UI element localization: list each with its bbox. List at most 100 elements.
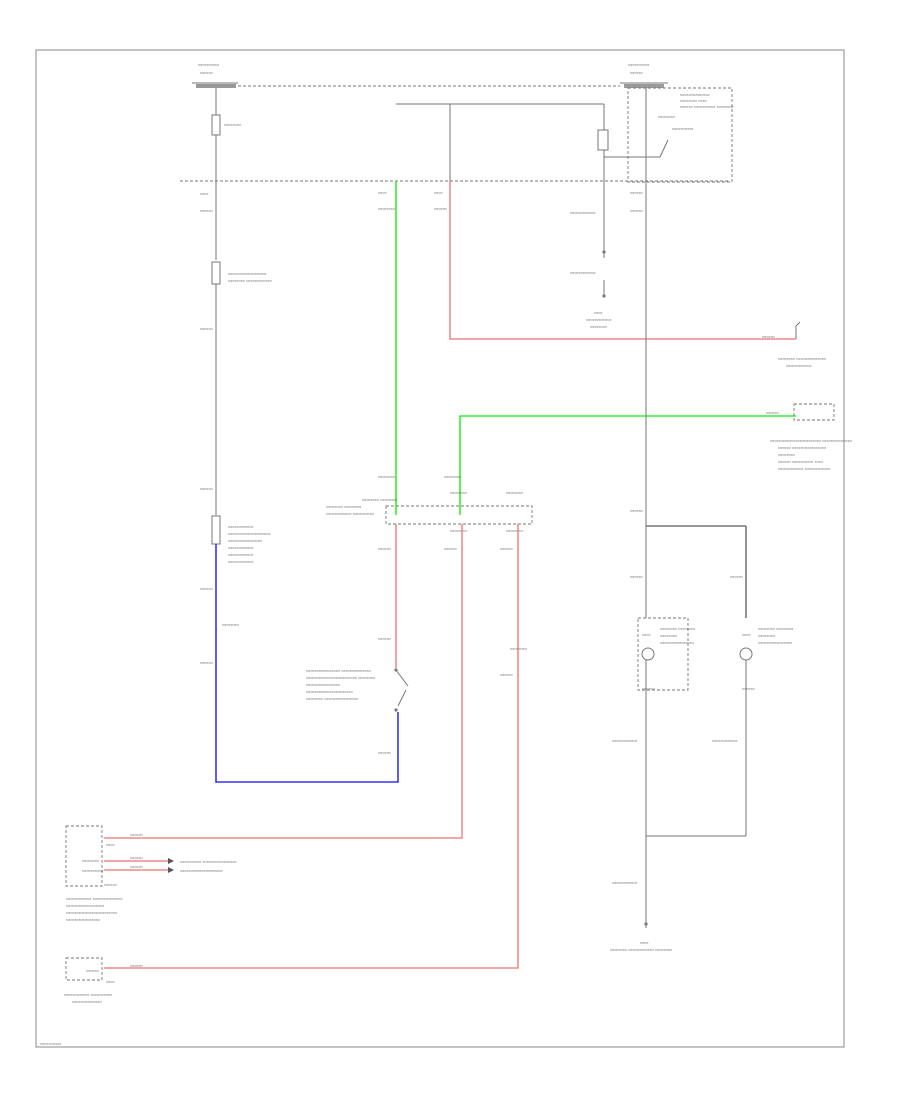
- svg-text:▭▭▭: ▭▭▭: [762, 334, 776, 339]
- svg-text:▭▭▭: ▭▭▭: [130, 832, 144, 837]
- svg-text:▭▭▭: ▭▭▭: [434, 206, 448, 211]
- neutral-start-switch: ▭▭▭▭▭▭▭▭ ▭▭▭▭▭▭▭ ▭▭▭▭▭▭▭▭▭▭▭▭ ▭▭▭▭ ▭▭▭▭▭…: [306, 668, 409, 712]
- power-bus-left: ▭▭▭▭▭ ▭▭▭: [192, 62, 238, 88]
- wire-red-clutch: [104, 524, 519, 969]
- svg-text:▭▭▭▭: ▭▭▭▭: [450, 490, 468, 495]
- svg-text:▭▭▭▭▭▭▭▭: ▭▭▭▭▭▭▭▭: [66, 917, 101, 922]
- svg-text:▭▭: ▭▭: [640, 940, 649, 945]
- diagram-border: [35, 49, 845, 1048]
- svg-text:▭▭▭ ▭▭▭▭▭ ▭▭▭▭: ▭▭▭ ▭▭▭▭▭ ▭▭▭▭: [680, 104, 734, 109]
- svg-text:▭▭▭: ▭▭▭: [630, 190, 644, 195]
- svg-text:▭▭▭▭▭▭: ▭▭▭▭▭▭: [712, 738, 738, 743]
- svg-text:▭▭: ▭▭: [594, 310, 603, 315]
- svg-text:▭▭▭: ▭▭▭: [200, 70, 214, 75]
- svg-text:▭▭▭▭: ▭▭▭▭: [658, 114, 676, 119]
- svg-text:▭▭▭ ▭▭▭▭▭▭▭▭: ▭▭▭ ▭▭▭▭▭▭▭▭: [778, 445, 827, 450]
- svg-text:▭▭▭▭ ▭▭▭▭: ▭▭▭▭ ▭▭▭▭: [326, 504, 362, 509]
- svg-text:▭▭▭▭ ▭▭▭▭: ▭▭▭▭ ▭▭▭▭: [660, 626, 696, 631]
- svg-text:▭▭▭▭▭▭: ▭▭▭▭▭▭: [586, 317, 612, 322]
- junction-block-right: [627, 87, 733, 183]
- svg-text:▭▭▭: ▭▭▭: [642, 686, 656, 691]
- svg-text:▭▭▭▭▭▭: ▭▭▭▭▭▭: [570, 270, 596, 275]
- svg-text:▭▭▭: ▭▭▭: [378, 750, 392, 755]
- svg-text:▭▭▭▭▭▭: ▭▭▭▭▭▭: [228, 552, 254, 557]
- svg-text:▭▭▭: ▭▭▭: [378, 636, 392, 641]
- svg-text:▭▭▭▭: ▭▭▭▭: [222, 622, 240, 627]
- svg-text:▭▭▭▭▭▭: ▭▭▭▭▭▭: [612, 880, 638, 885]
- central-connector: ▭▭▭▭ ▭▭▭▭ ▭▭▭▭ ▭▭▭▭ ▭▭▭▭▭▭ ▭▭▭▭▭ ▭▭▭▭ ▭▭…: [326, 490, 533, 533]
- svg-text:▭▭▭: ▭▭▭: [630, 574, 644, 579]
- power-bus-right: ▭▭▭▭▭ ▭▭▭: [620, 62, 668, 88]
- transmission-control-connector: ▭▭▭▭▭▭▭▭▭▭▭▭ ▭▭▭▭▭▭▭ ▭▭▭ ▭▭▭▭▭▭▭▭ ▭▭▭▭ ▭…: [770, 403, 853, 471]
- svg-text:▭▭▭▭▭▭▭▭▭: ▭▭▭▭▭▭▭▭▭: [66, 903, 105, 908]
- svg-text:▭▭▭▭ ▭▭▭▭▭▭ ▭▭▭▭: ▭▭▭▭ ▭▭▭▭▭▭ ▭▭▭▭: [610, 947, 673, 952]
- wire-left-fuse-chain: ▭▭▭▭ ▭▭ ▭▭▭ ▭▭▭▭▭▭▭▭▭ ▭▭▭▭ ▭▭▭▭▭▭ ▭▭▭ ▭▭…: [200, 88, 273, 564]
- svg-text:▭▭▭: ▭▭▭: [500, 546, 514, 551]
- wire-red-shift: [449, 181, 796, 340]
- svg-text:▭▭▭: ▭▭▭: [130, 864, 144, 869]
- relay: ▭▭▭▭ ▭▭▭▭▭: [396, 88, 694, 181]
- svg-text:▭▭▭▭: ▭▭▭▭: [506, 528, 524, 533]
- svg-text:▭▭▭▭ ▭▭▭▭▭▭: ▭▭▭▭ ▭▭▭▭▭▭: [228, 278, 273, 283]
- svg-text:▭▭▭: ▭▭▭: [742, 686, 756, 691]
- svg-text:▭▭▭▭▭▭: ▭▭▭▭▭▭: [228, 524, 254, 529]
- svg-text:▭▭▭: ▭▭▭: [630, 508, 644, 513]
- wire-green-transmission: [459, 415, 796, 515]
- svg-text:▭▭▭▭▭▭: ▭▭▭▭▭▭: [228, 559, 254, 564]
- svg-text:▭▭▭▭▭▭: ▭▭▭▭▭▭: [786, 363, 812, 368]
- wire-lamp-grounds: ▭▭▭▭▭▭ ▭▭▭▭▭▭ ▭▭▭▭▭▭ ▭▭ ▭▭▭▭ ▭▭▭▭▭▭ ▭▭▭▭: [610, 692, 747, 952]
- svg-text:▭▭▭▭▭▭: ▭▭▭▭▭▭: [228, 545, 254, 550]
- svg-text:▭▭: ▭▭: [378, 190, 387, 195]
- svg-text:▭▭▭▭▭▭ ▭▭▭▭▭▭▭: ▭▭▭▭▭▭ ▭▭▭▭▭▭▭: [66, 896, 123, 901]
- svg-text:▭▭▭▭: ▭▭▭▭: [82, 858, 100, 863]
- svg-text:▭▭: ▭▭: [200, 191, 209, 196]
- svg-text:▭▭▭▭▭▭ ▭▭▭▭▭: ▭▭▭▭▭▭ ▭▭▭▭▭: [64, 992, 113, 997]
- svg-text:▭▭▭▭ ▭▭▭▭▭▭▭▭: ▭▭▭▭ ▭▭▭▭▭▭▭▭: [306, 696, 359, 701]
- svg-text:▭▭▭▭: ▭▭▭▭: [590, 324, 608, 329]
- svg-text:▭▭▭▭▭▭▭▭: ▭▭▭▭▭▭▭▭: [758, 640, 793, 645]
- svg-text:▭▭▭▭: ▭▭▭▭: [444, 474, 462, 479]
- svg-text:▭▭▭▭: ▭▭▭▭: [224, 122, 242, 127]
- svg-text:▭▭▭: ▭▭▭: [200, 208, 214, 213]
- svg-text:▭▭▭▭▭: ▭▭▭▭▭: [40, 1041, 62, 1046]
- svg-text:▭▭▭: ▭▭▭: [444, 546, 458, 551]
- svg-text:▭▭▭: ▭▭▭: [130, 963, 144, 968]
- engine-control-module: ▭▭ ▭▭▭▭ ▭▭▭▭▭ ▭▭▭ ▭▭▭▭▭▭ ▭▭▭▭▭▭▭ ▭▭▭▭▭▭▭…: [65, 825, 123, 922]
- svg-text:▭▭▭▭▭▭: ▭▭▭▭▭▭: [570, 210, 596, 215]
- svg-text:▭▭▭▭▭: ▭▭▭▭▭: [198, 62, 220, 67]
- svg-text:▭▭▭: ▭▭▭: [200, 586, 214, 591]
- svg-text:▭▭▭▭ ▭▭▭▭: ▭▭▭▭ ▭▭▭▭: [362, 497, 398, 502]
- svg-text:▭▭▭▭ ▭▭: ▭▭▭▭ ▭▭: [680, 98, 708, 103]
- svg-text:▭▭▭▭: ▭▭▭▭: [510, 646, 528, 651]
- svg-text:▭▭▭: ▭▭▭: [730, 574, 744, 579]
- wire-right-lamps: ▭▭▭ ▭▭▭ ▭▭▭ ▭▭▭ ▭▭▭: [630, 181, 747, 618]
- svg-text:▭▭▭▭▭: ▭▭▭▭▭: [672, 126, 694, 131]
- wire-blue: [215, 544, 399, 783]
- svg-text:▭▭▭▭▭▭ ▭▭▭▭▭: ▭▭▭▭▭▭ ▭▭▭▭▭: [326, 511, 375, 516]
- svg-text:▭▭▭: ▭▭▭: [104, 882, 118, 887]
- svg-text:▭▭▭▭▭▭▭▭▭▭: ▭▭▭▭▭▭▭▭▭▭: [180, 868, 223, 873]
- svg-text:▭▭▭▭: ▭▭▭▭: [378, 206, 396, 211]
- svg-text:▭▭▭▭▭▭▭▭▭▭: ▭▭▭▭▭▭▭▭▭▭: [228, 531, 271, 536]
- svg-text:▭▭▭▭ ▭▭▭▭▭▭▭: ▭▭▭▭ ▭▭▭▭▭▭▭: [778, 356, 827, 361]
- back-up-lamp-left: ▭▭ ▭▭▭▭ ▭▭▭▭ ▭▭▭▭ ▭▭▭▭▭▭▭▭ ▭▭▭: [739, 626, 794, 692]
- svg-text:▭▭: ▭▭: [742, 632, 751, 637]
- shift-position-switch: ▭▭▭▭ ▭▭▭▭▭▭▭ ▭▭▭▭▭▭: [778, 321, 827, 368]
- svg-text:▭▭▭: ▭▭▭: [130, 855, 144, 860]
- svg-text:▭▭▭▭▭: ▭▭▭▭▭: [628, 62, 650, 67]
- ecm-sensor-leads: ▭▭▭ ▭▭▭ ▭▭▭▭▭ ▭▭▭▭▭▭▭▭ ▭▭▭▭▭▭▭▭▭▭: [104, 855, 237, 873]
- svg-text:▭▭: ▭▭: [642, 632, 651, 637]
- svg-text:▭▭▭: ▭▭▭: [200, 486, 214, 491]
- svg-text:▭▭▭▭▭▭▭: ▭▭▭▭▭▭▭: [72, 999, 103, 1004]
- svg-text:▭▭▭▭▭▭▭▭: ▭▭▭▭▭▭▭▭: [306, 682, 341, 687]
- ground-center: ▭▭▭▭▭▭ ▭▭▭▭▭▭ ▭▭ ▭▭▭▭▭▭ ▭▭▭▭: [570, 181, 612, 329]
- wire-red-ecm: [104, 524, 463, 839]
- svg-text:▭▭▭: ▭▭▭: [200, 326, 214, 331]
- svg-text:▭▭▭: ▭▭▭: [766, 410, 780, 415]
- svg-text:▭▭: ▭▭: [106, 842, 115, 847]
- svg-text:▭▭: ▭▭: [434, 190, 443, 195]
- svg-text:▭▭▭▭: ▭▭▭▭: [758, 633, 776, 638]
- svg-text:▭▭▭▭▭ ▭▭▭▭▭▭▭▭: ▭▭▭▭▭ ▭▭▭▭▭▭▭▭: [180, 859, 237, 864]
- svg-text:▭▭▭: ▭▭▭: [200, 660, 214, 665]
